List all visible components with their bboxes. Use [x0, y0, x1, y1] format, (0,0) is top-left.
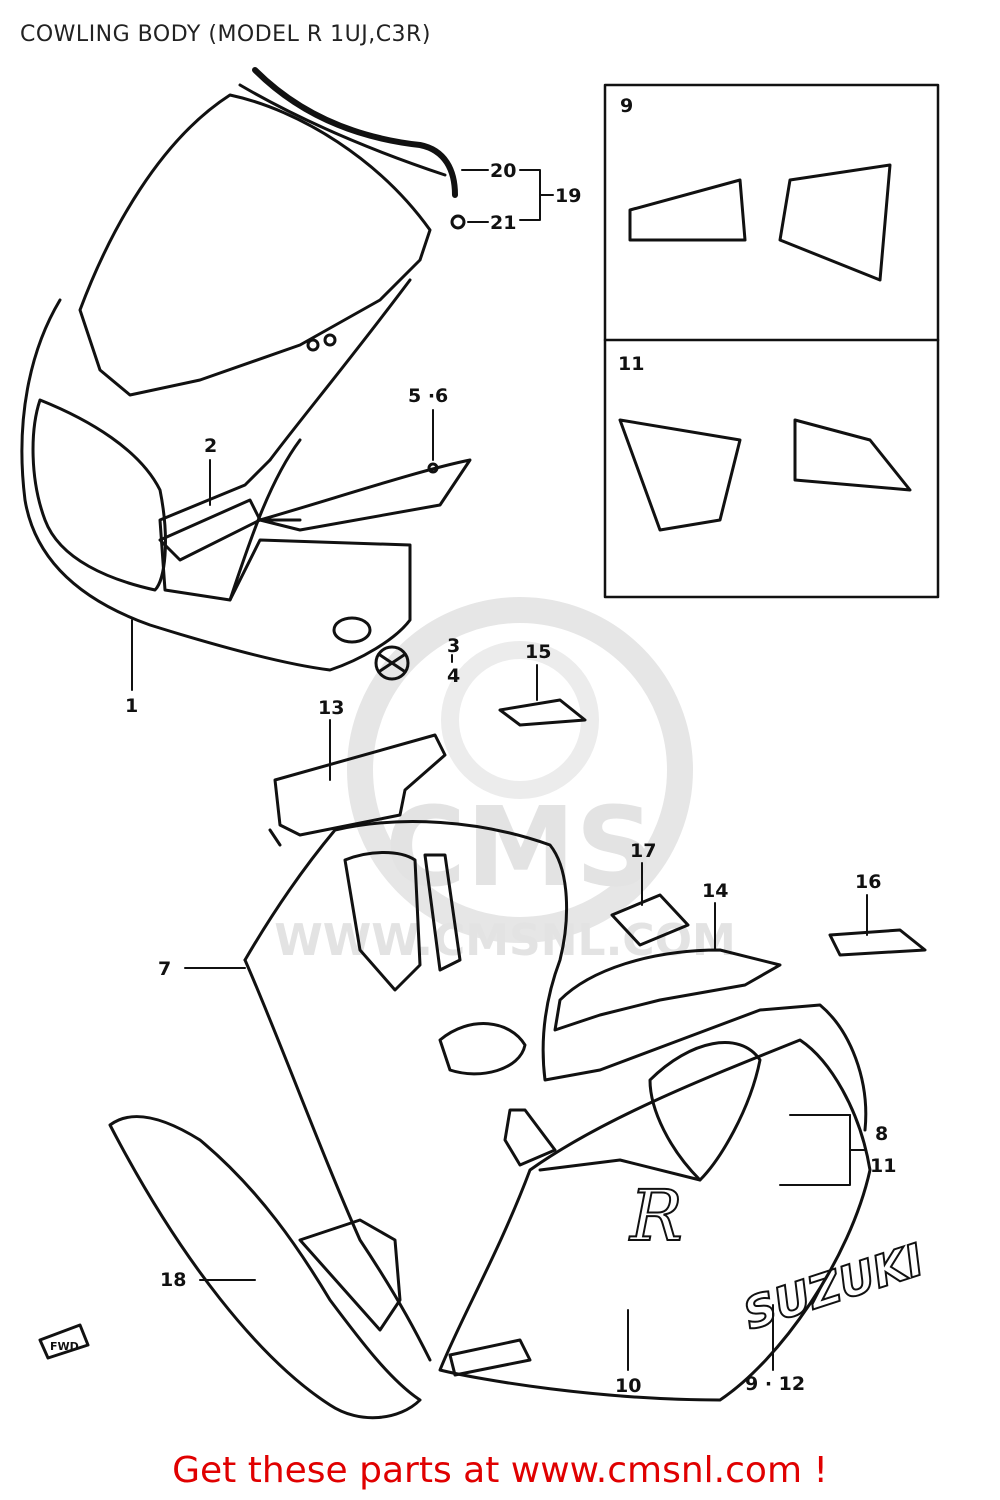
- inner-panel-part: [258, 458, 472, 532]
- callout-14[interactable]: 14: [702, 880, 728, 902]
- logo-decal: R: [628, 1175, 683, 1257]
- side-panel-part: [553, 948, 782, 1032]
- under-cowl-part: [108, 1115, 422, 1420]
- callout-3[interactable]: 3: [447, 635, 460, 657]
- watermark-url: WWW.CMSNL.COM: [274, 915, 736, 966]
- callout-10[interactable]: 10: [615, 1375, 641, 1397]
- watermark: CMS WWW.CMSNL.COM: [274, 597, 736, 966]
- footer-shop-link[interactable]: Get these parts at www.cmsnl.com !: [172, 1450, 828, 1491]
- callout-8[interactable]: 8: [875, 1123, 888, 1145]
- upper-cowling-part: [20, 83, 447, 672]
- windscreen-seal-part: [252, 67, 466, 230]
- clip-part-15: [498, 698, 587, 727]
- lower-fairing-part: [438, 1038, 872, 1402]
- leader-lines: [131, 169, 868, 1371]
- page-title: COWLING BODY (MODEL R 1UJ,C3R): [20, 22, 431, 47]
- callout-11[interactable]: 11: [618, 353, 644, 375]
- watermark-logo: CMS: [385, 783, 654, 911]
- fwd-decal: FWD: [50, 1340, 79, 1353]
- callout-16[interactable]: 16: [855, 871, 881, 893]
- callout-19[interactable]: 19: [555, 185, 581, 207]
- callout-17[interactable]: 17: [630, 840, 656, 862]
- callout-21[interactable]: 21: [490, 212, 516, 234]
- emblem-plate-part: [610, 893, 690, 947]
- callout-5-6[interactable]: 5 ·6: [408, 385, 448, 407]
- callout-9-12[interactable]: 9 · 12: [745, 1373, 805, 1395]
- callout-8-11[interactable]: 11: [870, 1155, 896, 1177]
- forward-arrow: [38, 1323, 90, 1360]
- callout-18[interactable]: 18: [160, 1269, 186, 1291]
- grommet-part: [374, 645, 410, 681]
- side-cowling-part: [243, 820, 868, 1362]
- mirror-panel-part: [268, 733, 447, 847]
- callout-13[interactable]: 13: [318, 697, 344, 719]
- callout-20[interactable]: 20: [490, 160, 516, 182]
- suzuki-decal: SUZUKI: [738, 1235, 930, 1341]
- callout-2[interactable]: 2: [204, 435, 217, 457]
- decal-box: [603, 83, 940, 599]
- callout-15[interactable]: 15: [525, 641, 551, 663]
- callout-9[interactable]: 9: [620, 95, 633, 117]
- clip-part-16: [828, 928, 927, 957]
- callout-4[interactable]: 4: [447, 665, 460, 687]
- callout-7[interactable]: 7: [158, 958, 171, 980]
- callout-1[interactable]: 1: [125, 695, 138, 717]
